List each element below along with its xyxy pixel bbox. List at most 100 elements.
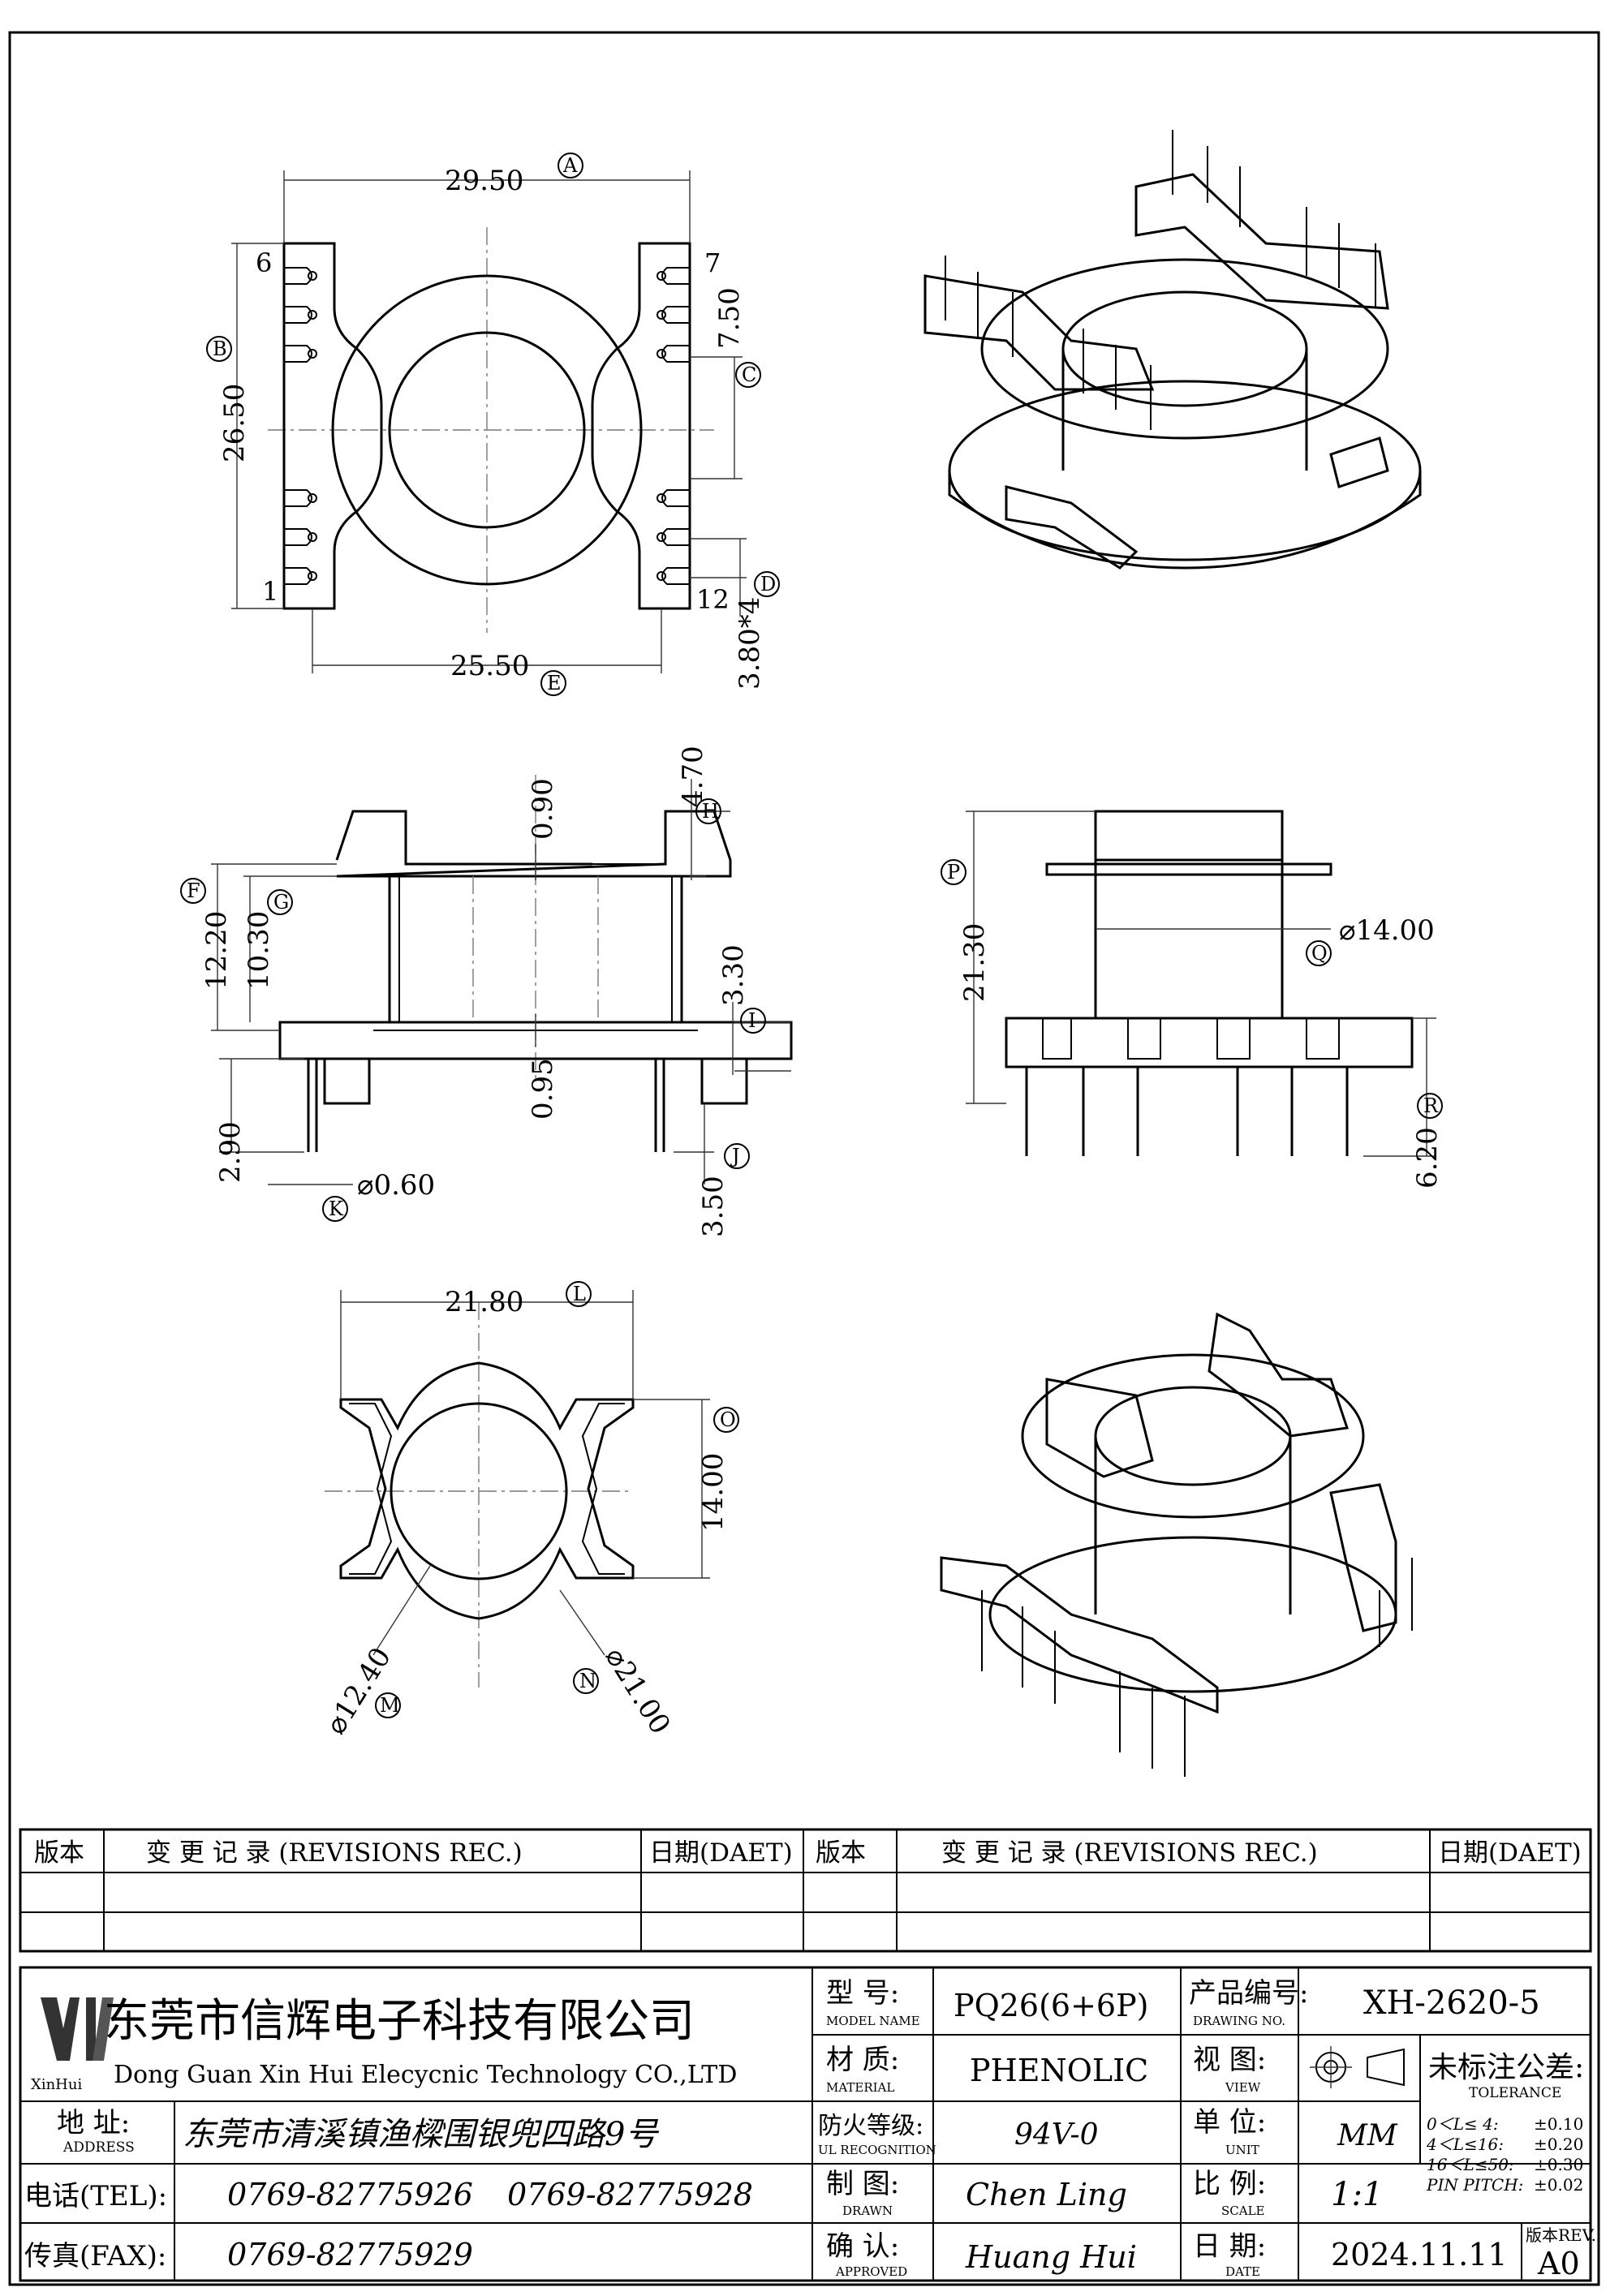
bottom-view: 21.80 14.00 ⌀12.40 ⌀21.00 L O M N [320,1281,739,1740]
svg-text:D: D [760,573,776,595]
tolerance-value-4: ±0.02 [1534,2175,1583,2195]
tolerance-value-1: ±0.10 [1534,2114,1583,2134]
dim-n-value: ⌀21.00 [598,1642,676,1740]
address-value: 东莞市清溪镇渔樑围银兜四路9号 [183,2116,659,2153]
svg-text:R: R [1423,1094,1439,1117]
balloon-g: G [267,889,293,915]
ul-value: 94V-0 [1014,2118,1099,2152]
svg-text:C: C [742,363,756,386]
dim-k-value: ⌀0.60 [357,1169,435,1202]
svg-text:J: J [730,1145,740,1167]
svg-text:P: P [947,861,960,884]
company-logo [41,1997,114,2061]
dim-f-value: 12.20 [200,911,233,990]
svg-text:F: F [187,879,200,902]
dim-o-value: 14.00 [697,1453,730,1532]
material-label-en: MATERIAL [826,2080,894,2095]
drawing-no-label-en: DRAWING NO. [1193,2014,1285,2028]
balloon-f: F [180,878,206,904]
dim-l-value: 21.80 [445,1286,523,1318]
svg-text:G: G [273,891,289,914]
material-value: PHENOLIC [970,2053,1148,2088]
tolerance-range-4: PIN PITCH: [1426,2175,1523,2195]
material-label: 材 质: [826,2044,899,2076]
logo-text: XinHui [31,2076,82,2093]
balloon-a: A [558,153,583,178]
pin-label-7: 7 [704,247,721,278]
rev-col-record-1: 变 更 记 录 (REVISIONS REC.) [146,1838,523,1868]
approved-value: Huang Hui [965,2239,1137,2275]
approved-label: 确 认: [826,2230,899,2263]
side-view: 21.30 ⌀14.00 6.20 P Q R [941,810,1444,1189]
title-block: XinHui 东莞市信辉电子科技有限公司 Dong Guan Xin Hui E… [19,1966,1596,2282]
tolerance-label-en: TOLERANCE [1469,2085,1561,2101]
isometric-view-bottom [940,1312,1413,1777]
svg-text:O: O [720,1408,736,1431]
svg-text:N: N [579,1670,596,1692]
unit-value: MM [1337,2119,1398,2152]
unit-label: 单 位: [1193,2106,1266,2139]
balloon-c: C [735,362,761,388]
view-label-en: VIEW [1225,2080,1261,2095]
dim-m-value: ⌀12.40 [320,1642,398,1740]
model-label: 型 号: [826,1977,899,2010]
balloon-r: R [1417,1093,1443,1119]
rev-col-version-1: 版本 [34,1838,84,1868]
svg-text:B: B [213,338,227,360]
tel-value-2: 0769-82775928 [507,2177,753,2212]
balloon-m: M [375,1692,401,1718]
approved-label-en: APPROVED [835,2264,907,2279]
revisions-table: 版本 变 更 记 录 (REVISIONS REC.) 日期(DAET) 版本 … [19,1828,1592,1953]
rev-value: A0 [1537,2246,1580,2281]
address-label-en: ADDRESS [62,2139,135,2156]
rev-col-record-2: 变 更 记 录 (REVISIONS REC.) [941,1838,1318,1868]
scale-label: 比 例: [1193,2168,1266,2200]
dim-r-value: 6.20 [1411,1127,1444,1189]
dim-j2-value: 2.90 [214,1121,247,1183]
rev-col-version-2: 版本 [816,1838,866,1868]
dim-i-gap-value: 0.95 [527,1058,559,1120]
pin-label-12: 12 [696,584,730,615]
scale-label-en: SCALE [1221,2204,1265,2218]
dim-g-value: 10.30 [243,911,275,990]
tolerance-label: 未标注公差: [1428,2051,1584,2084]
balloon-l: L [566,1281,592,1307]
drawing-border [8,31,1600,2286]
rev-col-date-2: 日期(DAET) [1438,1838,1582,1868]
date-label-en: DATE [1225,2264,1260,2279]
svg-text:Q: Q [1311,942,1328,965]
dim-h-value: 4.70 [677,746,709,807]
svg-text:E: E [547,672,562,694]
drawn-label: 制 图: [826,2168,899,2200]
balloon-j: J [724,1143,750,1169]
dim-p-value: 21.30 [958,923,991,1002]
balloon-h: H [695,798,721,824]
svg-text:I: I [748,1009,756,1032]
tolerance-value-3: ±0.30 [1534,2155,1583,2174]
model-value: PQ26(6+6P) [954,1988,1149,2023]
dim-d-value: 3.80*4 [734,597,766,690]
balloon-k: K [322,1196,348,1222]
pin-label-1: 1 [262,576,278,607]
rev-label: 版本REV. [1526,2225,1596,2245]
svg-text:H: H [702,800,719,823]
dim-b-value: 26.50 [218,384,251,462]
svg-text:K: K [329,1197,344,1220]
tolerance-range-1: 0＜L≤ 4: [1427,2114,1499,2134]
company-name-en: Dong Guan Xin Hui Elecycnic Technology C… [114,2061,737,2089]
tolerance-value-2: ±0.20 [1534,2135,1583,2154]
balloon-i: I [740,1008,766,1034]
balloon-d: D [754,571,780,597]
dim-h-gap-value: 0.90 [527,778,559,840]
date-value: 2024.11.11 [1331,2237,1508,2272]
ul-label: 防火等级: [818,2112,923,2140]
drawing-no-value: XH-2620-5 [1363,1984,1540,2022]
dim-j-value: 3.50 [697,1176,730,1237]
front-view: 12.20 10.30 4.70 0.90 3.30 0.95 3.50 2.9… [180,746,793,1237]
isometric-view-top [923,130,1422,570]
tel-label: 电话(TEL): [24,2180,167,2212]
top-view: 29.50 26.50 7.50 3.80*4 25.50 6 7 1 12 A… [206,153,780,696]
svg-text:M: M [380,1694,400,1717]
ul-label-en: UL RECOGNITION [818,2143,936,2157]
dim-e-value: 25.50 [450,650,529,682]
